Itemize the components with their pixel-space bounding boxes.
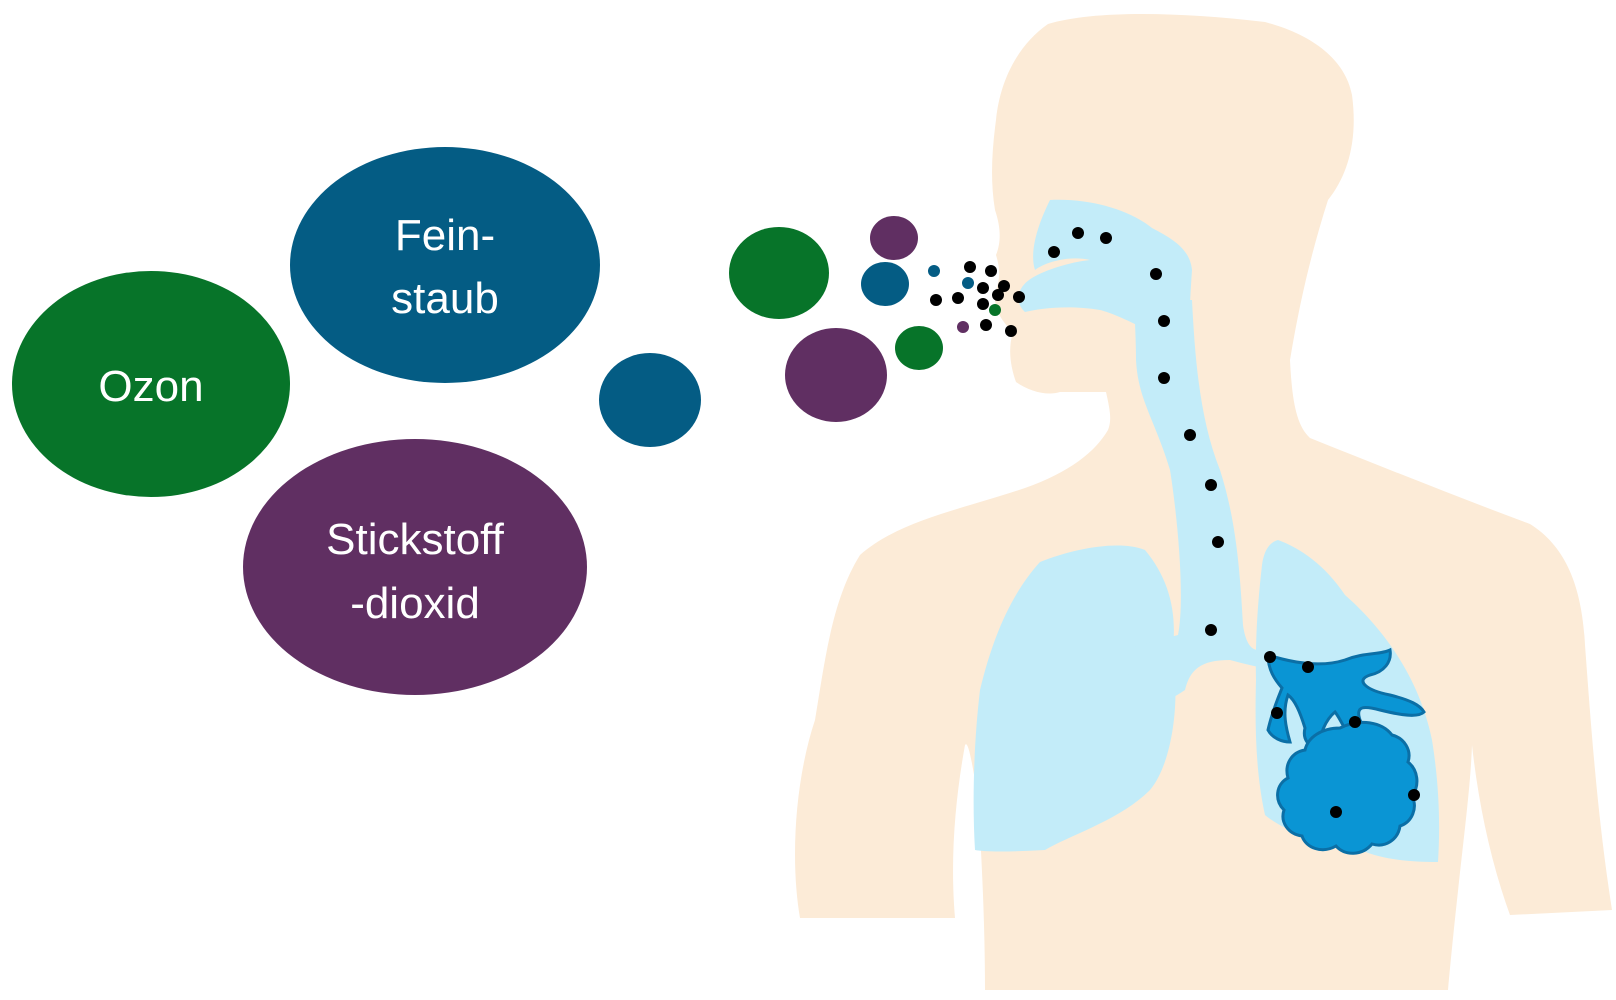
particle xyxy=(1330,806,1342,818)
particle xyxy=(1072,227,1084,239)
particle xyxy=(977,298,989,310)
particle xyxy=(1013,291,1025,303)
particle xyxy=(989,304,1001,316)
small-bubble xyxy=(729,227,829,319)
particle xyxy=(928,265,940,277)
particle xyxy=(1158,372,1170,384)
particle xyxy=(1264,651,1276,663)
particle xyxy=(1205,624,1217,636)
bubble-feinstaub-label-line1: Fein- xyxy=(395,211,495,260)
particle xyxy=(1302,661,1314,673)
bubble-feinstaub-label-line2: staub xyxy=(391,274,499,323)
bubble-stickstoffdioxid-label-line1: Stickstoff xyxy=(326,515,504,564)
bubble-ozon: Ozon xyxy=(12,271,290,497)
particle xyxy=(980,319,992,331)
particle xyxy=(930,294,942,306)
particle xyxy=(1205,479,1217,491)
particle xyxy=(1408,789,1420,801)
particle xyxy=(1100,232,1112,244)
particle xyxy=(962,277,974,289)
particle xyxy=(957,321,969,333)
particle xyxy=(1005,325,1017,337)
particle xyxy=(992,289,1004,301)
bubble-feinstaub-shape xyxy=(290,147,600,383)
small-bubble xyxy=(785,328,887,422)
small-bubble xyxy=(861,262,909,306)
particle xyxy=(1212,536,1224,548)
small-bubble xyxy=(895,326,943,370)
bubble-stickstoffdioxid-label-line2: -dioxid xyxy=(350,579,480,628)
particle xyxy=(1150,268,1162,280)
particle xyxy=(1271,707,1283,719)
small-bubble xyxy=(870,216,918,260)
particle xyxy=(985,265,997,277)
pollutant-bubbles: Ozon Fein- staub Stickstoff -dioxid xyxy=(12,147,600,695)
bubble-ozon-label: Ozon xyxy=(98,362,203,411)
bubble-feinstaub: Fein- staub xyxy=(290,147,600,383)
particle xyxy=(1184,429,1196,441)
particle xyxy=(964,261,976,273)
small-bubble xyxy=(599,353,701,447)
particle xyxy=(1158,315,1170,327)
particle xyxy=(1349,716,1361,728)
bubble-stickstoffdioxid: Stickstoff -dioxid xyxy=(243,439,587,695)
particle xyxy=(977,282,989,294)
bubble-stickstoffdioxid-shape xyxy=(243,439,587,695)
particle xyxy=(952,292,964,304)
particle xyxy=(1048,246,1060,258)
drifting-bubbles xyxy=(599,216,943,447)
